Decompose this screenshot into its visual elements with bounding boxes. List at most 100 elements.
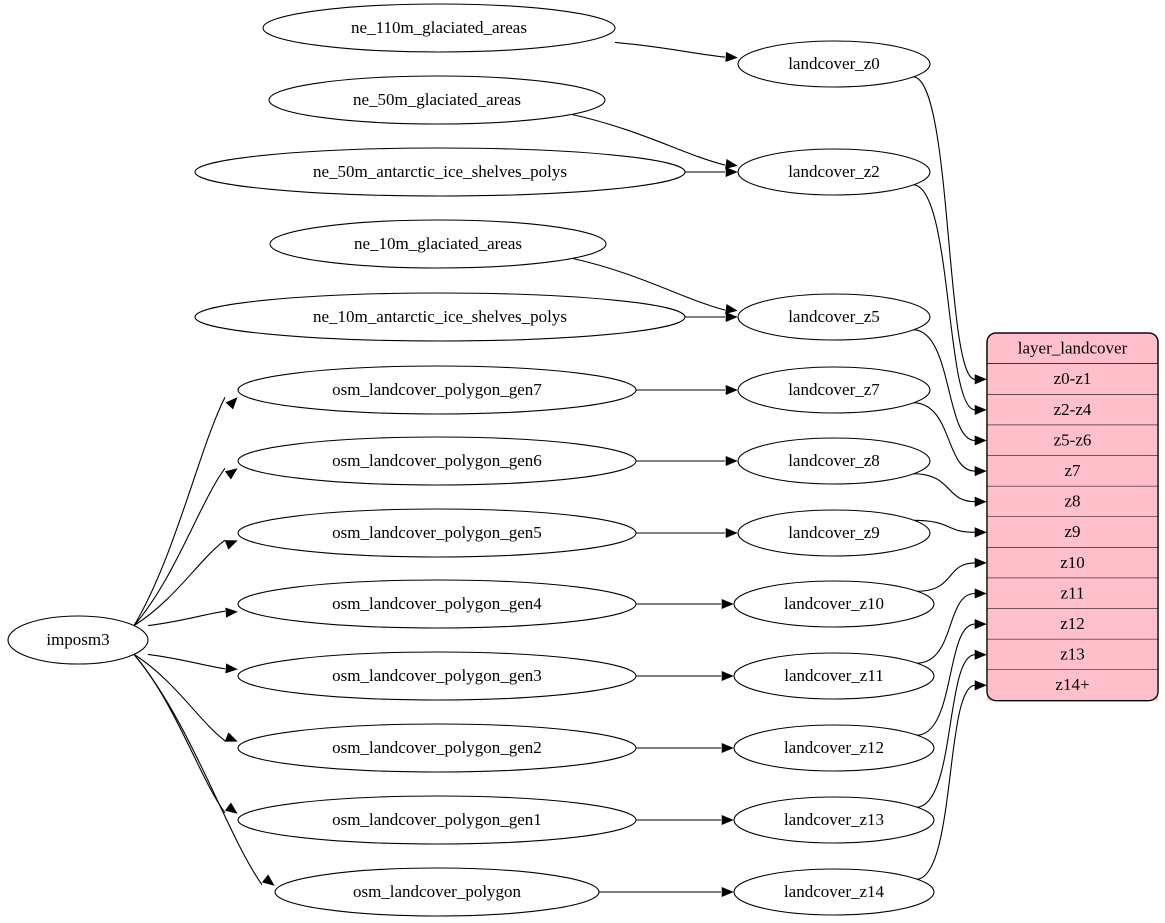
node-landcover_z12-ellipse[interactable] — [733, 724, 935, 772]
node-landcover_z11[interactable]: landcover_z11 — [733, 652, 935, 700]
node-imposm3[interactable]: imposm3 — [7, 615, 149, 665]
edge-imposm3-to-osm_landcover_polygon_gen6-arrowhead — [224, 468, 238, 480]
edge-landcover_z8-to-z8 — [912, 473, 976, 503]
node-osm_landcover_polygon_gen1-ellipse[interactable] — [237, 795, 637, 845]
layer-table-row-z5-z6-cell[interactable] — [987, 425, 1158, 456]
layer-table-row-z0-z1-cell[interactable] — [987, 364, 1158, 395]
layer-table-row-z2-z4[interactable]: z2-z4 — [987, 394, 1158, 426]
node-landcover_z2[interactable]: landcover_z2 — [737, 148, 931, 196]
node-ne_10m_glaciated_areas[interactable]: ne_10m_glaciated_areas — [269, 219, 607, 269]
node-landcover_z7-ellipse[interactable] — [737, 366, 931, 414]
layer-table-row-z12[interactable]: z12 — [987, 608, 1158, 640]
node-landcover_z13[interactable]: landcover_z13 — [733, 796, 935, 844]
node-osm_landcover_polygon_gen4[interactable]: osm_landcover_polygon_gen4 — [237, 579, 637, 629]
layer-table-row-z8-cell[interactable] — [987, 486, 1158, 517]
edge-landcover_z7-to-z7 — [912, 402, 976, 472]
edge-osm_landcover_polygon_gen7-to-landcover_z7-arrowhead — [725, 384, 738, 396]
edge-landcover_z11-to-z11-arrowhead — [974, 588, 987, 599]
node-landcover_z11-ellipse[interactable] — [733, 652, 935, 700]
edge-ne_50m_antarctic_ice_shelves_polys-to-landcover_z2-arrowhead — [725, 166, 738, 178]
edge-osm_landcover_polygon_gen2-to-landcover_z12-arrowhead — [721, 742, 734, 754]
node-osm_landcover_polygon[interactable]: osm_landcover_polygon — [274, 867, 600, 917]
node-landcover_z5-ellipse[interactable] — [737, 293, 931, 341]
layer-table-row-z7-cell[interactable] — [987, 455, 1158, 487]
node-osm_landcover_polygon_gen6-ellipse[interactable] — [237, 436, 637, 486]
node-landcover_z14-ellipse[interactable] — [733, 868, 935, 916]
layer-table-outline — [986, 332, 1159, 702]
edge-ne_50m_glaciated_areas-to-landcover_z2-arrowhead — [725, 159, 738, 170]
layer-table-row-z5-z6[interactable]: z5-z6 — [987, 425, 1158, 457]
layer-table-row-z7[interactable]: z7 — [987, 455, 1158, 487]
edge-landcover_z13-to-z13-arrowhead — [974, 649, 987, 660]
layer-table-row-z10[interactable]: z10 — [987, 547, 1158, 579]
node-osm_landcover_polygon_gen4-ellipse[interactable] — [237, 579, 637, 629]
layer-table-row-z13-cell[interactable] — [987, 639, 1158, 670]
layer-table-row-z9-cell[interactable] — [987, 517, 1158, 548]
layer-table-row-z11-cell[interactable] — [987, 578, 1158, 609]
node-landcover_z8[interactable]: landcover_z8 — [737, 437, 931, 485]
node-landcover_z2-ellipse[interactable] — [737, 148, 931, 196]
node-ne_50m_antarctic_ice_shelves_polys-ellipse[interactable] — [194, 147, 686, 197]
node-osm_landcover_polygon_gen5[interactable]: osm_landcover_polygon_gen5 — [237, 508, 637, 558]
node-osm_landcover_polygon-ellipse[interactable] — [274, 867, 600, 917]
edge-ne_50m_glaciated_areas-to-landcover_z2 — [571, 113, 726, 166]
edge-imposm3-to-osm_landcover_polygon_gen6 — [133, 467, 226, 626]
node-osm_landcover_polygon_gen3[interactable]: osm_landcover_polygon_gen3 — [237, 651, 637, 701]
node-ne_50m_glaciated_areas-ellipse[interactable] — [268, 75, 606, 125]
node-landcover_z0[interactable]: landcover_z0 — [737, 40, 931, 88]
edge-landcover_z0-to-z0-z1-arrowhead — [974, 374, 987, 385]
edge-landcover_z5-to-z5-z6-arrowhead — [974, 435, 987, 446]
edge-landcover_z10-to-z10 — [915, 562, 976, 592]
node-landcover_z9[interactable]: landcover_z9 — [737, 509, 931, 557]
node-osm_landcover_polygon_gen2[interactable]: osm_landcover_polygon_gen2 — [237, 723, 637, 773]
node-ne_110m_glaciated_areas[interactable]: ne_110m_glaciated_areas — [262, 3, 616, 53]
node-osm_landcover_polygon_gen1[interactable]: osm_landcover_polygon_gen1 — [237, 795, 637, 845]
layer-table-row-z2-z4-cell[interactable] — [987, 394, 1158, 426]
edge-imposm3-to-osm_landcover_polygon_gen7 — [133, 396, 226, 626]
node-ne_10m_antarctic_ice_shelves_polys[interactable]: ne_10m_antarctic_ice_shelves_polys — [194, 292, 686, 342]
node-landcover_z10-ellipse[interactable] — [733, 580, 935, 628]
layer-table-row-z9[interactable]: z9 — [987, 517, 1158, 549]
node-ne_10m_glaciated_areas-ellipse[interactable] — [269, 219, 607, 269]
node-ne_50m_antarctic_ice_shelves_polys[interactable]: ne_50m_antarctic_ice_shelves_polys — [194, 147, 686, 197]
node-osm_landcover_polygon_gen5-ellipse[interactable] — [237, 508, 637, 558]
node-osm_landcover_polygon_gen6[interactable]: osm_landcover_polygon_gen6 — [237, 436, 637, 486]
node-landcover_z14[interactable]: landcover_z14 — [733, 868, 935, 916]
edge-imposm3-to-osm_landcover_polygon_gen3 — [147, 653, 226, 670]
edge-osm_landcover_polygon_gen6-to-landcover_z8-arrowhead — [725, 455, 738, 467]
node-landcover_z7[interactable]: landcover_z7 — [737, 366, 931, 414]
edge-ne_10m_antarctic_ice_shelves_polys-to-landcover_z5-arrowhead — [725, 311, 738, 323]
edge-landcover_z9-to-z9 — [912, 519, 976, 533]
layer-table-row-z11[interactable]: z11 — [987, 578, 1158, 610]
layer-table-row-z0-z1[interactable]: z0-z1 — [987, 364, 1158, 396]
layer-table-row-z8[interactable]: z8 — [987, 486, 1158, 518]
edge-landcover_z12-to-z12 — [915, 623, 976, 736]
node-landcover_z8-ellipse[interactable] — [737, 437, 931, 485]
node-landcover_z10[interactable]: landcover_z10 — [733, 580, 935, 628]
layer-table-row-z10-cell[interactable] — [987, 547, 1158, 579]
edge-landcover_z2-to-z2-z4-arrowhead — [974, 404, 987, 415]
node-landcover_z9-ellipse[interactable] — [737, 509, 931, 557]
layer-table-row-z14+-cell[interactable] — [987, 670, 1158, 701]
node-osm_landcover_polygon_gen7-ellipse[interactable] — [237, 365, 637, 415]
node-osm_landcover_polygon_gen7[interactable]: osm_landcover_polygon_gen7 — [237, 365, 637, 415]
node-osm_landcover_polygon_gen3-ellipse[interactable] — [237, 651, 637, 701]
node-ne_10m_antarctic_ice_shelves_polys-ellipse[interactable] — [194, 292, 686, 342]
node-ne_110m_glaciated_areas-ellipse[interactable] — [262, 3, 616, 53]
edge-osm_landcover_polygon-to-landcover_z14-arrowhead — [721, 886, 734, 898]
edge-imposm3-to-osm_landcover_polygon — [133, 654, 263, 886]
edge-ne_110m_glaciated_areas-to-landcover_z0 — [614, 41, 726, 58]
layer-table-row-z14+[interactable]: z14+ — [987, 670, 1158, 701]
node-landcover_z0-ellipse[interactable] — [737, 40, 931, 88]
node-ne_50m_glaciated_areas[interactable]: ne_50m_glaciated_areas — [268, 75, 606, 125]
edge-ne_10m_glaciated_areas-to-landcover_z5-arrowhead — [725, 303, 738, 314]
node-imposm3-ellipse[interactable] — [7, 615, 149, 665]
node-osm_landcover_polygon_gen2-ellipse[interactable] — [237, 723, 637, 773]
layer-table-row-z12-cell[interactable] — [987, 608, 1158, 640]
node-landcover_z12[interactable]: landcover_z12 — [733, 724, 935, 772]
edge-landcover_z7-to-z7-arrowhead — [974, 466, 987, 477]
node-landcover_z13-ellipse[interactable] — [733, 796, 935, 844]
node-landcover_z5[interactable]: landcover_z5 — [737, 293, 931, 341]
layer-table-row-z13[interactable]: z13 — [987, 639, 1158, 671]
edge-landcover_z13-to-z13 — [915, 654, 976, 808]
